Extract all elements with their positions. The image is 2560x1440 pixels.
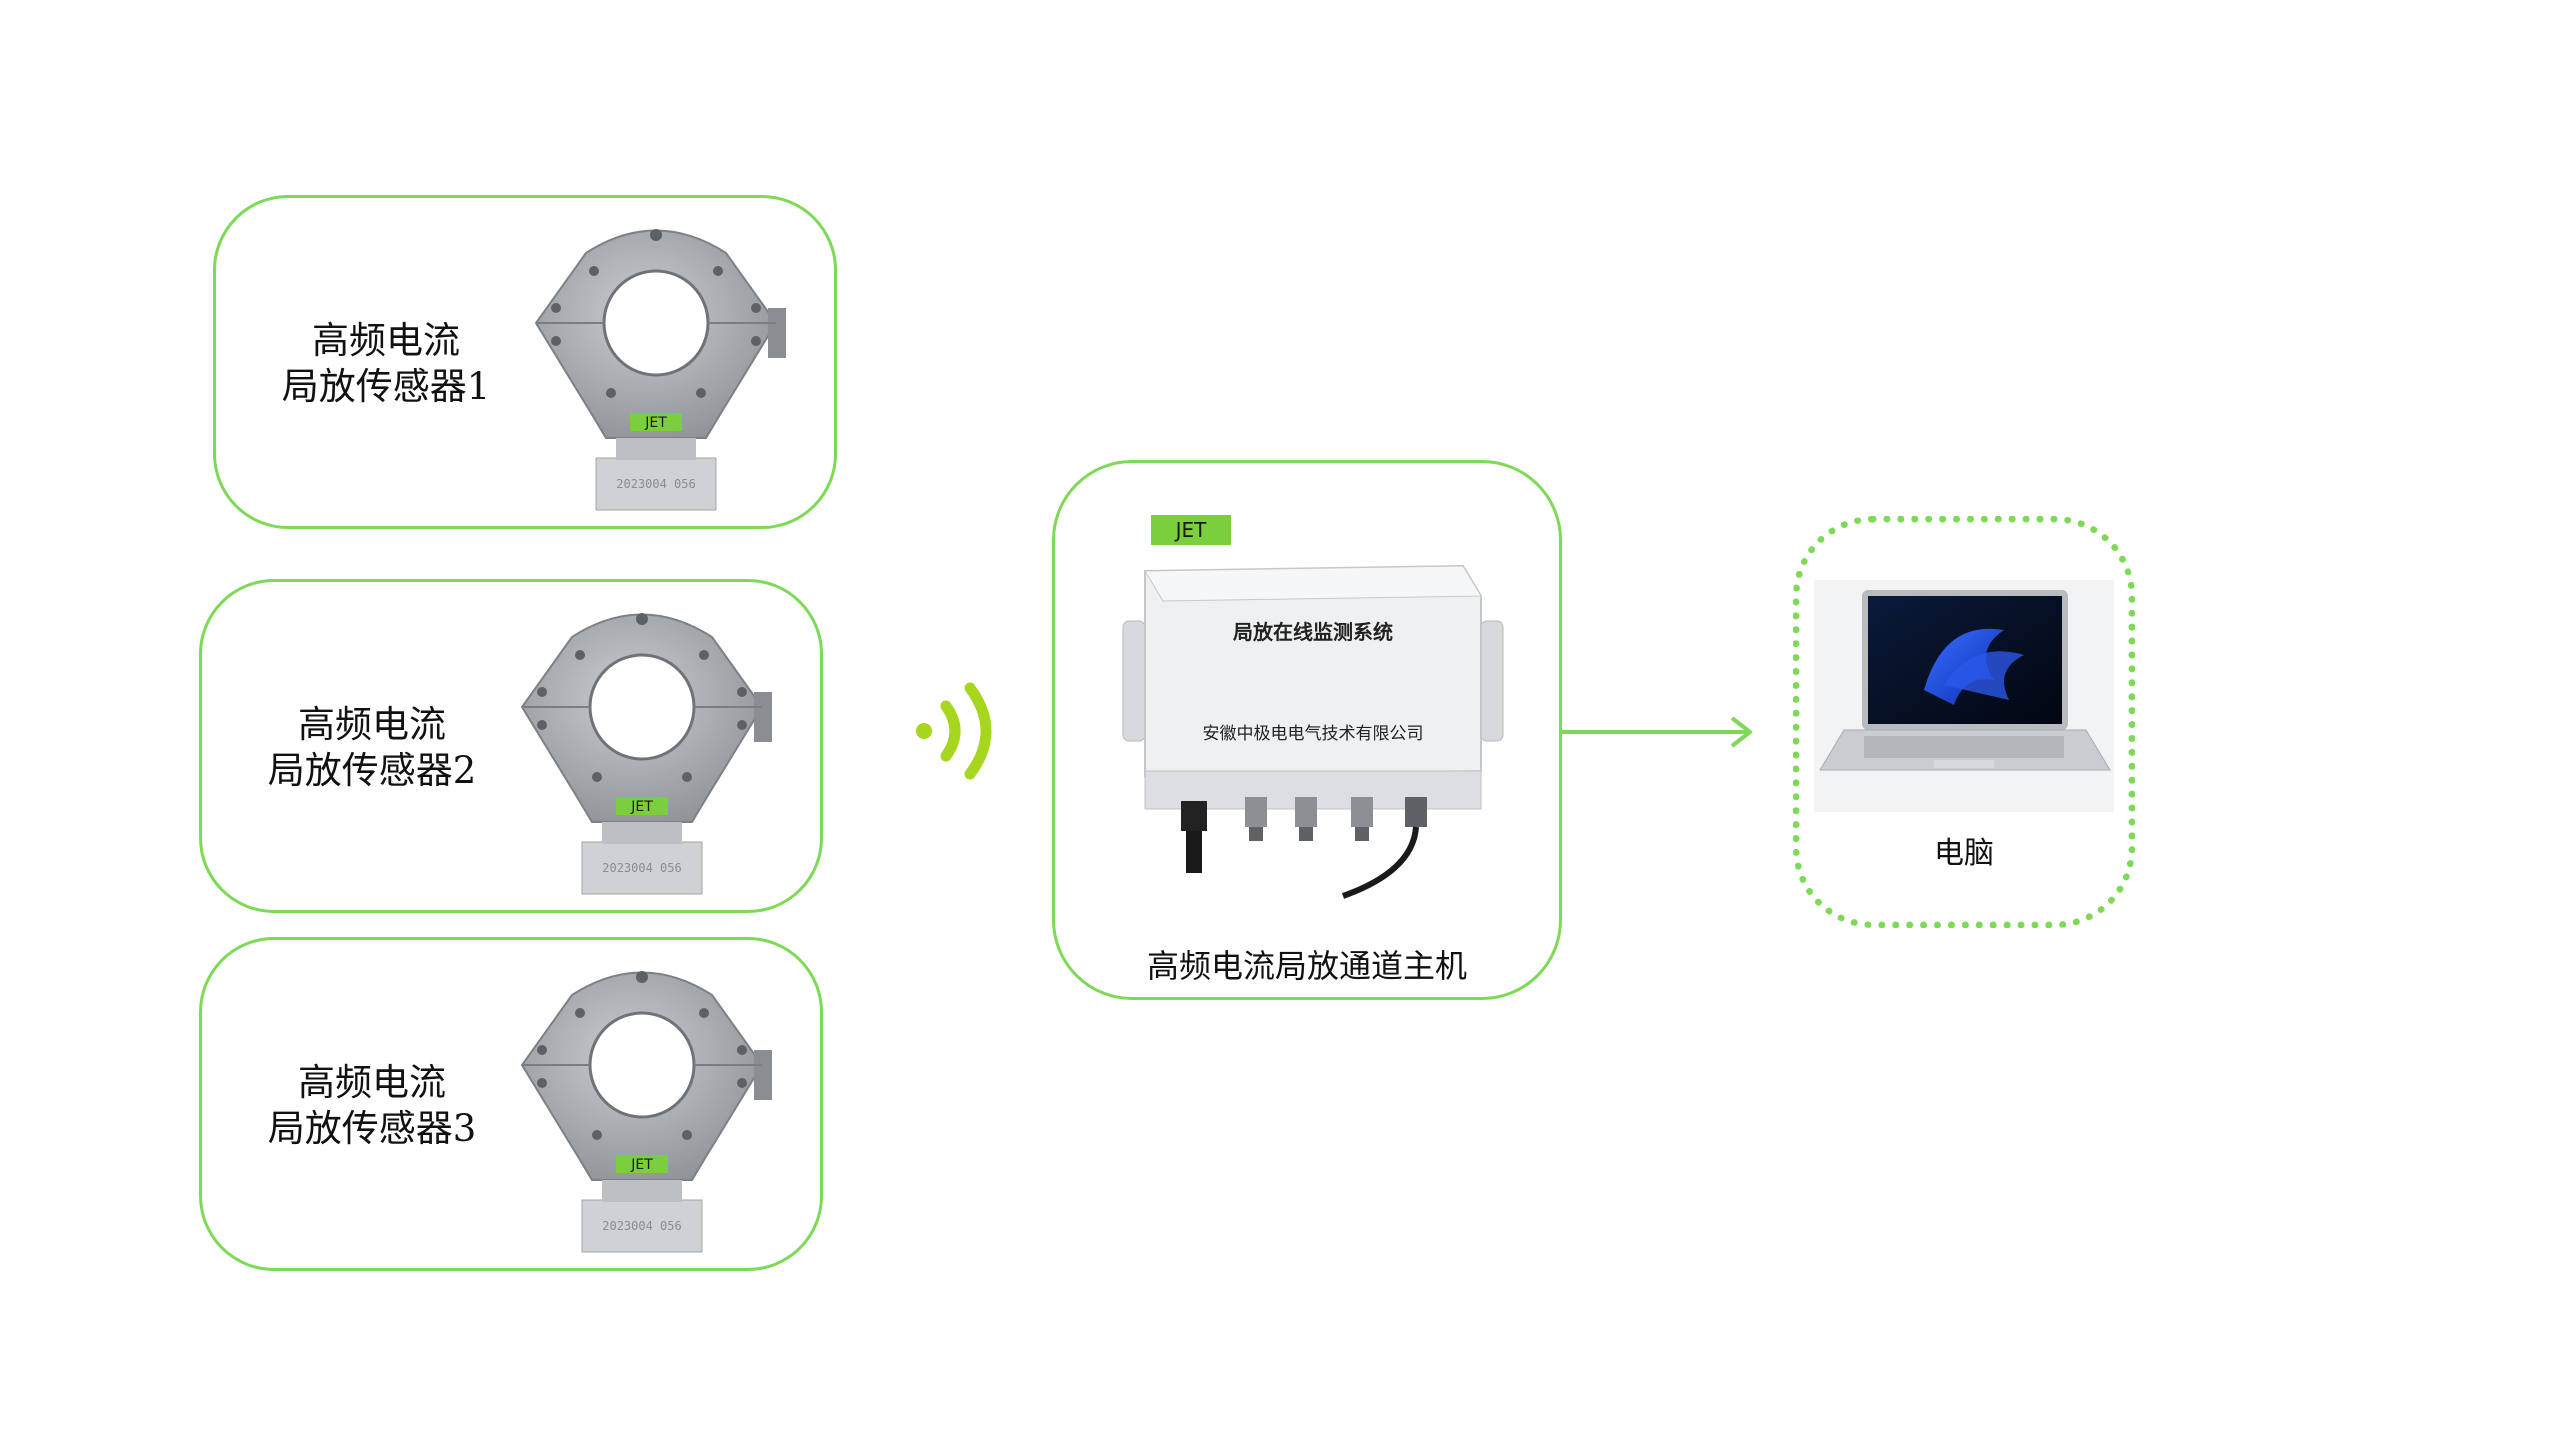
pc-label: 电脑 [1934,836,1994,871]
sensor-2-serial: 2023004 056 [602,861,681,875]
sensor-2-name: 局放传感器2 [267,749,477,792]
sensor-3-brand: JET [630,1157,653,1173]
laptop-image [1814,580,2114,812]
sensor-1-image: JET 2023004 056 [534,229,786,511]
host-label: 高频电流局放通道主机 [1146,947,1467,985]
sensor-1-type: 高频电流 [312,319,460,362]
wifi-signal-icon [916,682,992,780]
sensor-panel-1: 高频电流 局放传感器1 JET 2023004 056 [213,195,837,529]
host-panel: JET 局放在线监测系统 安徽中极电电气技术有限公司 高频电流局放通道主机 [1052,460,1562,1000]
sensor-1-serial: 2023004 056 [616,477,695,491]
sensor-1-name: 局放传感器1 [281,365,491,408]
host-panel-company: 安徽中极电电气技术有限公司 [1203,724,1424,744]
sensor-label-2: 高频电流 局放传感器2 [252,702,492,794]
sensor-3-type: 高频电流 [298,1061,446,1104]
arrow-right-icon [1562,716,1752,748]
sensor-2-type: 高频电流 [298,703,446,746]
pc-panel: 电脑 [1793,516,2135,928]
sensor-panel-3: 高频电流 局放传感器3 JET 2023004 056 [199,937,823,1271]
sensor-2-image: JET 2023004 056 [520,613,772,895]
host-panel-title: 局放在线监测系统 [1232,620,1393,644]
sensor-label-1: 高频电流 局放传感器1 [266,318,506,410]
sensor-3-name: 局放传感器3 [267,1107,477,1150]
host-brand: JET [1174,518,1208,542]
sensor-2-brand: JET [630,799,653,815]
host-device-image: JET 局放在线监测系统 安徽中极电电气技术有限公司 [1122,515,1504,899]
sensor-3-serial: 2023004 056 [602,1219,681,1233]
sensor-1-brand: JET [644,415,667,431]
sensor-3-image: JET 2023004 056 [520,971,772,1253]
sensor-label-3: 高频电流 局放传感器3 [252,1060,492,1152]
sensor-panel-2: 高频电流 局放传感器2 JET 2023004 056 [199,579,823,913]
